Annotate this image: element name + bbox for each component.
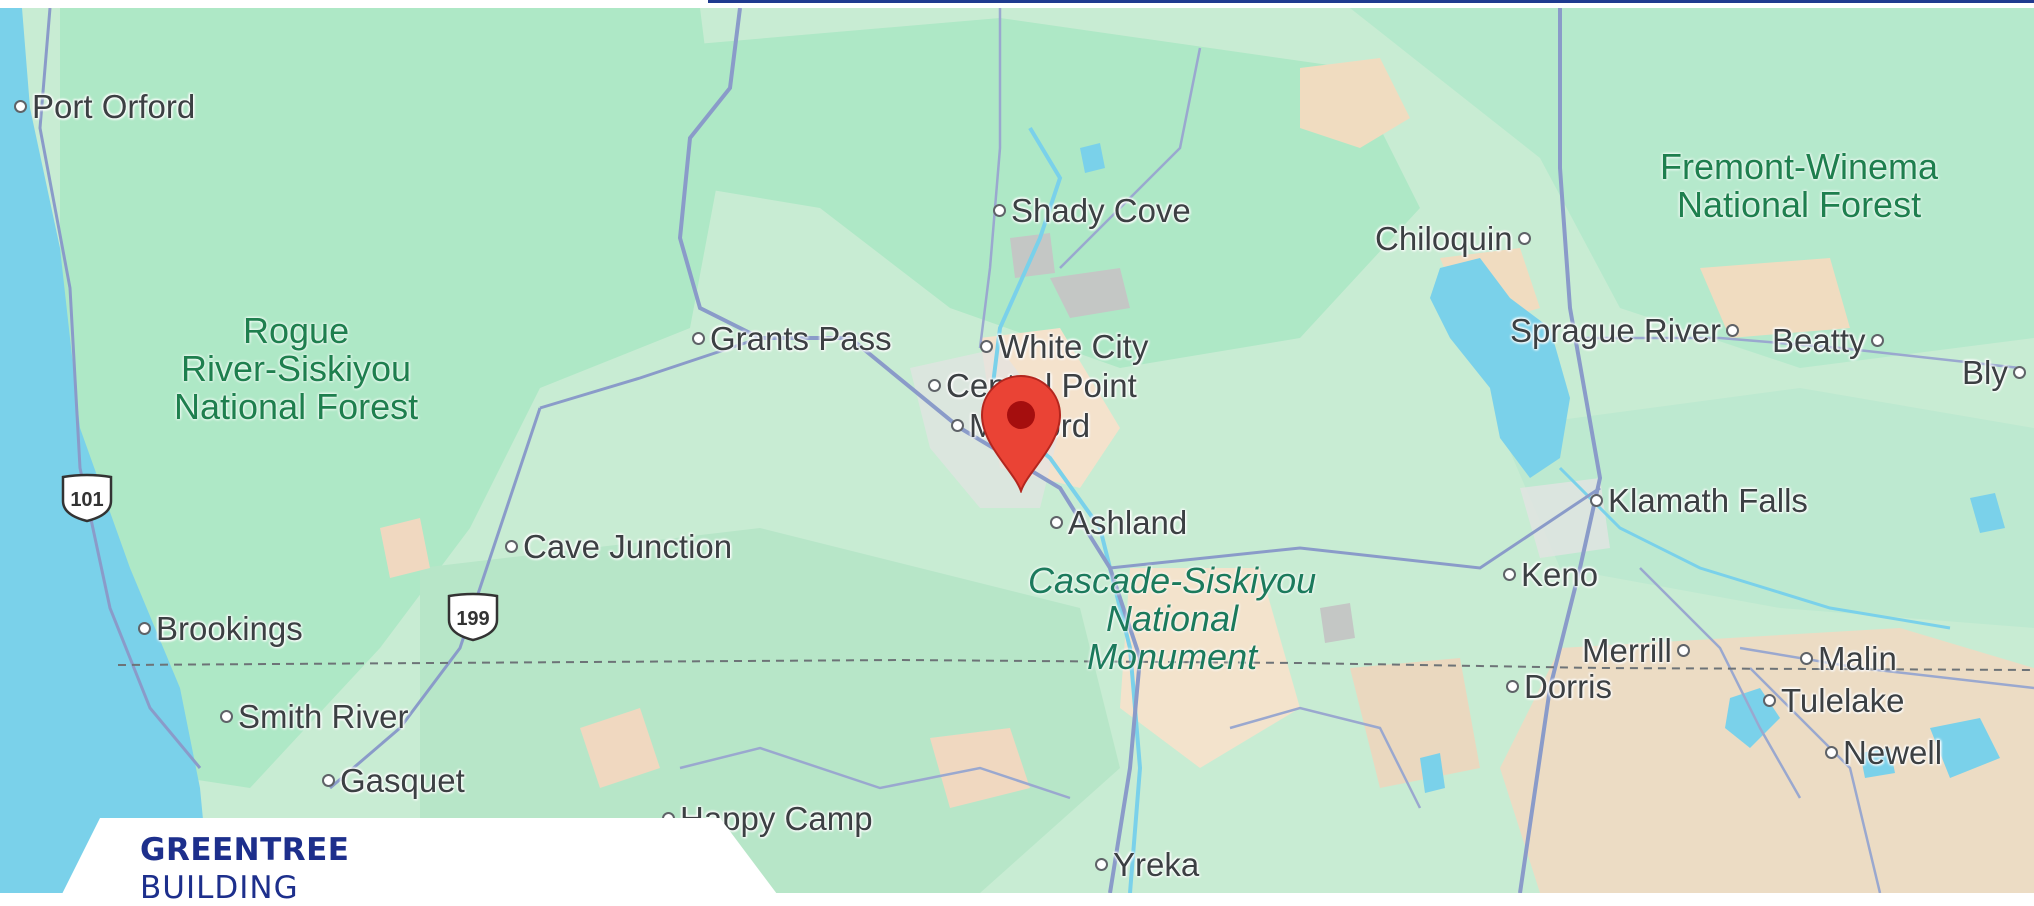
- town-dot-icon: [1590, 494, 1603, 507]
- town-dot-icon: [1050, 516, 1063, 529]
- town-malin[interactable]: Malin: [1800, 642, 1897, 675]
- town-dot-icon: [1676, 644, 1690, 657]
- map-view[interactable]: Port Orford Shady Cove Chiloquin Grants …: [0, 8, 2034, 893]
- town-shady-cove[interactable]: Shady Cove: [993, 194, 1191, 227]
- town-dot-icon: [1800, 652, 1813, 665]
- town-dot-icon: [2012, 366, 2026, 379]
- town-yreka[interactable]: Yreka: [1095, 848, 1199, 881]
- town-newell[interactable]: Newell: [1825, 736, 1942, 769]
- brand-name-line1: GREENTREE: [140, 832, 350, 868]
- town-label: Beatty: [1772, 322, 1866, 359]
- shield-number: 101: [70, 488, 104, 511]
- town-dot-icon: [980, 340, 993, 353]
- town-label: Gasquet: [340, 762, 465, 799]
- us-101-shield-icon: 101: [58, 473, 116, 523]
- town-dot-icon: [1725, 324, 1739, 337]
- town-dot-icon: [505, 540, 518, 553]
- brand-card: [60, 818, 780, 898]
- park-label-line: National: [1106, 597, 1239, 639]
- town-dot-icon: [993, 204, 1006, 217]
- town-klamath-falls[interactable]: Klamath Falls: [1590, 484, 1808, 517]
- park-rogue-river-siskiyou[interactable]: Rogue River-Siskiyou National Forest: [174, 312, 418, 425]
- town-label: Chiloquin: [1375, 220, 1513, 257]
- town-dot-icon: [1825, 746, 1838, 759]
- town-label: Cave Junction: [523, 528, 733, 565]
- town-label: Tulelake: [1781, 682, 1905, 719]
- town-label: Klamath Falls: [1608, 482, 1808, 519]
- town-dot-icon: [1870, 334, 1884, 347]
- town-label: Shady Cove: [1011, 192, 1191, 229]
- town-keno[interactable]: Keno: [1503, 558, 1598, 591]
- town-label: Merrill: [1582, 632, 1672, 669]
- town-dot-icon: [1763, 694, 1776, 707]
- town-merrill[interactable]: Merrill: [1582, 634, 1690, 667]
- park-label-line: River-Siskiyou: [181, 347, 412, 389]
- town-label: White City: [998, 328, 1149, 365]
- town-label: Port Orford: [32, 88, 196, 125]
- town-beatty[interactable]: Beatty: [1772, 324, 1884, 357]
- town-dot-icon: [692, 332, 705, 345]
- town-label: Dorris: [1524, 668, 1612, 705]
- town-dot-icon: [951, 419, 964, 432]
- town-gasquet[interactable]: Gasquet: [322, 764, 465, 797]
- town-label: Malin: [1818, 640, 1897, 677]
- top-accent-line: [708, 0, 2034, 3]
- town-cave-junction[interactable]: Cave Junction: [505, 530, 732, 563]
- town-label: Brookings: [156, 610, 303, 647]
- town-chiloquin[interactable]: Chiloquin: [1375, 222, 1531, 255]
- town-dot-icon: [138, 622, 151, 635]
- town-brookings[interactable]: Brookings: [138, 612, 303, 645]
- town-dot-icon: [928, 379, 941, 392]
- town-grants-pass[interactable]: Grants Pass: [692, 322, 892, 355]
- town-label: Grants Pass: [710, 320, 892, 357]
- town-label: Bly: [1962, 354, 2008, 391]
- park-label-line: National Forest: [174, 385, 419, 427]
- brand-name-line2: BUILDING: [140, 870, 299, 906]
- town-dorris[interactable]: Dorris: [1506, 670, 1612, 703]
- town-smith-river[interactable]: Smith River: [220, 700, 409, 733]
- town-dot-icon: [1095, 858, 1108, 871]
- town-label: Sprague River: [1510, 312, 1721, 349]
- shield-number: 199: [456, 607, 490, 630]
- town-label: Yreka: [1113, 846, 1200, 883]
- park-cascade-siskiyou[interactable]: Cascade-Siskiyou National Monument: [1028, 562, 1316, 675]
- town-tulelake[interactable]: Tulelake: [1763, 684, 1905, 717]
- us-199-shield-icon: 199: [444, 592, 502, 642]
- town-dot-icon: [1506, 680, 1519, 693]
- park-label-line: Fremont-Winema: [1660, 146, 1939, 187]
- town-label: Keno: [1521, 556, 1599, 593]
- map-pin-icon[interactable]: [978, 375, 1064, 495]
- town-sprague-river[interactable]: Sprague River: [1510, 314, 1739, 347]
- top-bar: [0, 0, 2034, 8]
- town-dot-icon: [322, 774, 335, 787]
- town-label: Newell: [1843, 734, 1943, 771]
- town-dot-icon: [220, 710, 233, 723]
- town-white-city[interactable]: White City: [980, 330, 1148, 363]
- town-bly[interactable]: Bly: [1962, 356, 2026, 389]
- town-dot-icon: [14, 100, 27, 113]
- town-ashland[interactable]: Ashland: [1050, 506, 1187, 539]
- town-port-orford[interactable]: Port Orford: [14, 90, 195, 123]
- town-dot-icon: [1517, 232, 1531, 245]
- park-label-line: Monument: [1087, 635, 1258, 677]
- park-label-line: Cascade-Siskiyou: [1028, 560, 1317, 601]
- town-label: Smith River: [238, 698, 409, 735]
- park-label-line: Rogue: [243, 310, 350, 351]
- town-dot-icon: [1503, 568, 1516, 581]
- park-label-line: National Forest: [1676, 183, 1922, 225]
- park-fremont-winema[interactable]: Fremont-Winema National Forest: [1660, 148, 1938, 224]
- town-label: Ashland: [1068, 504, 1188, 541]
- map-base-layer: [0, 8, 2034, 893]
